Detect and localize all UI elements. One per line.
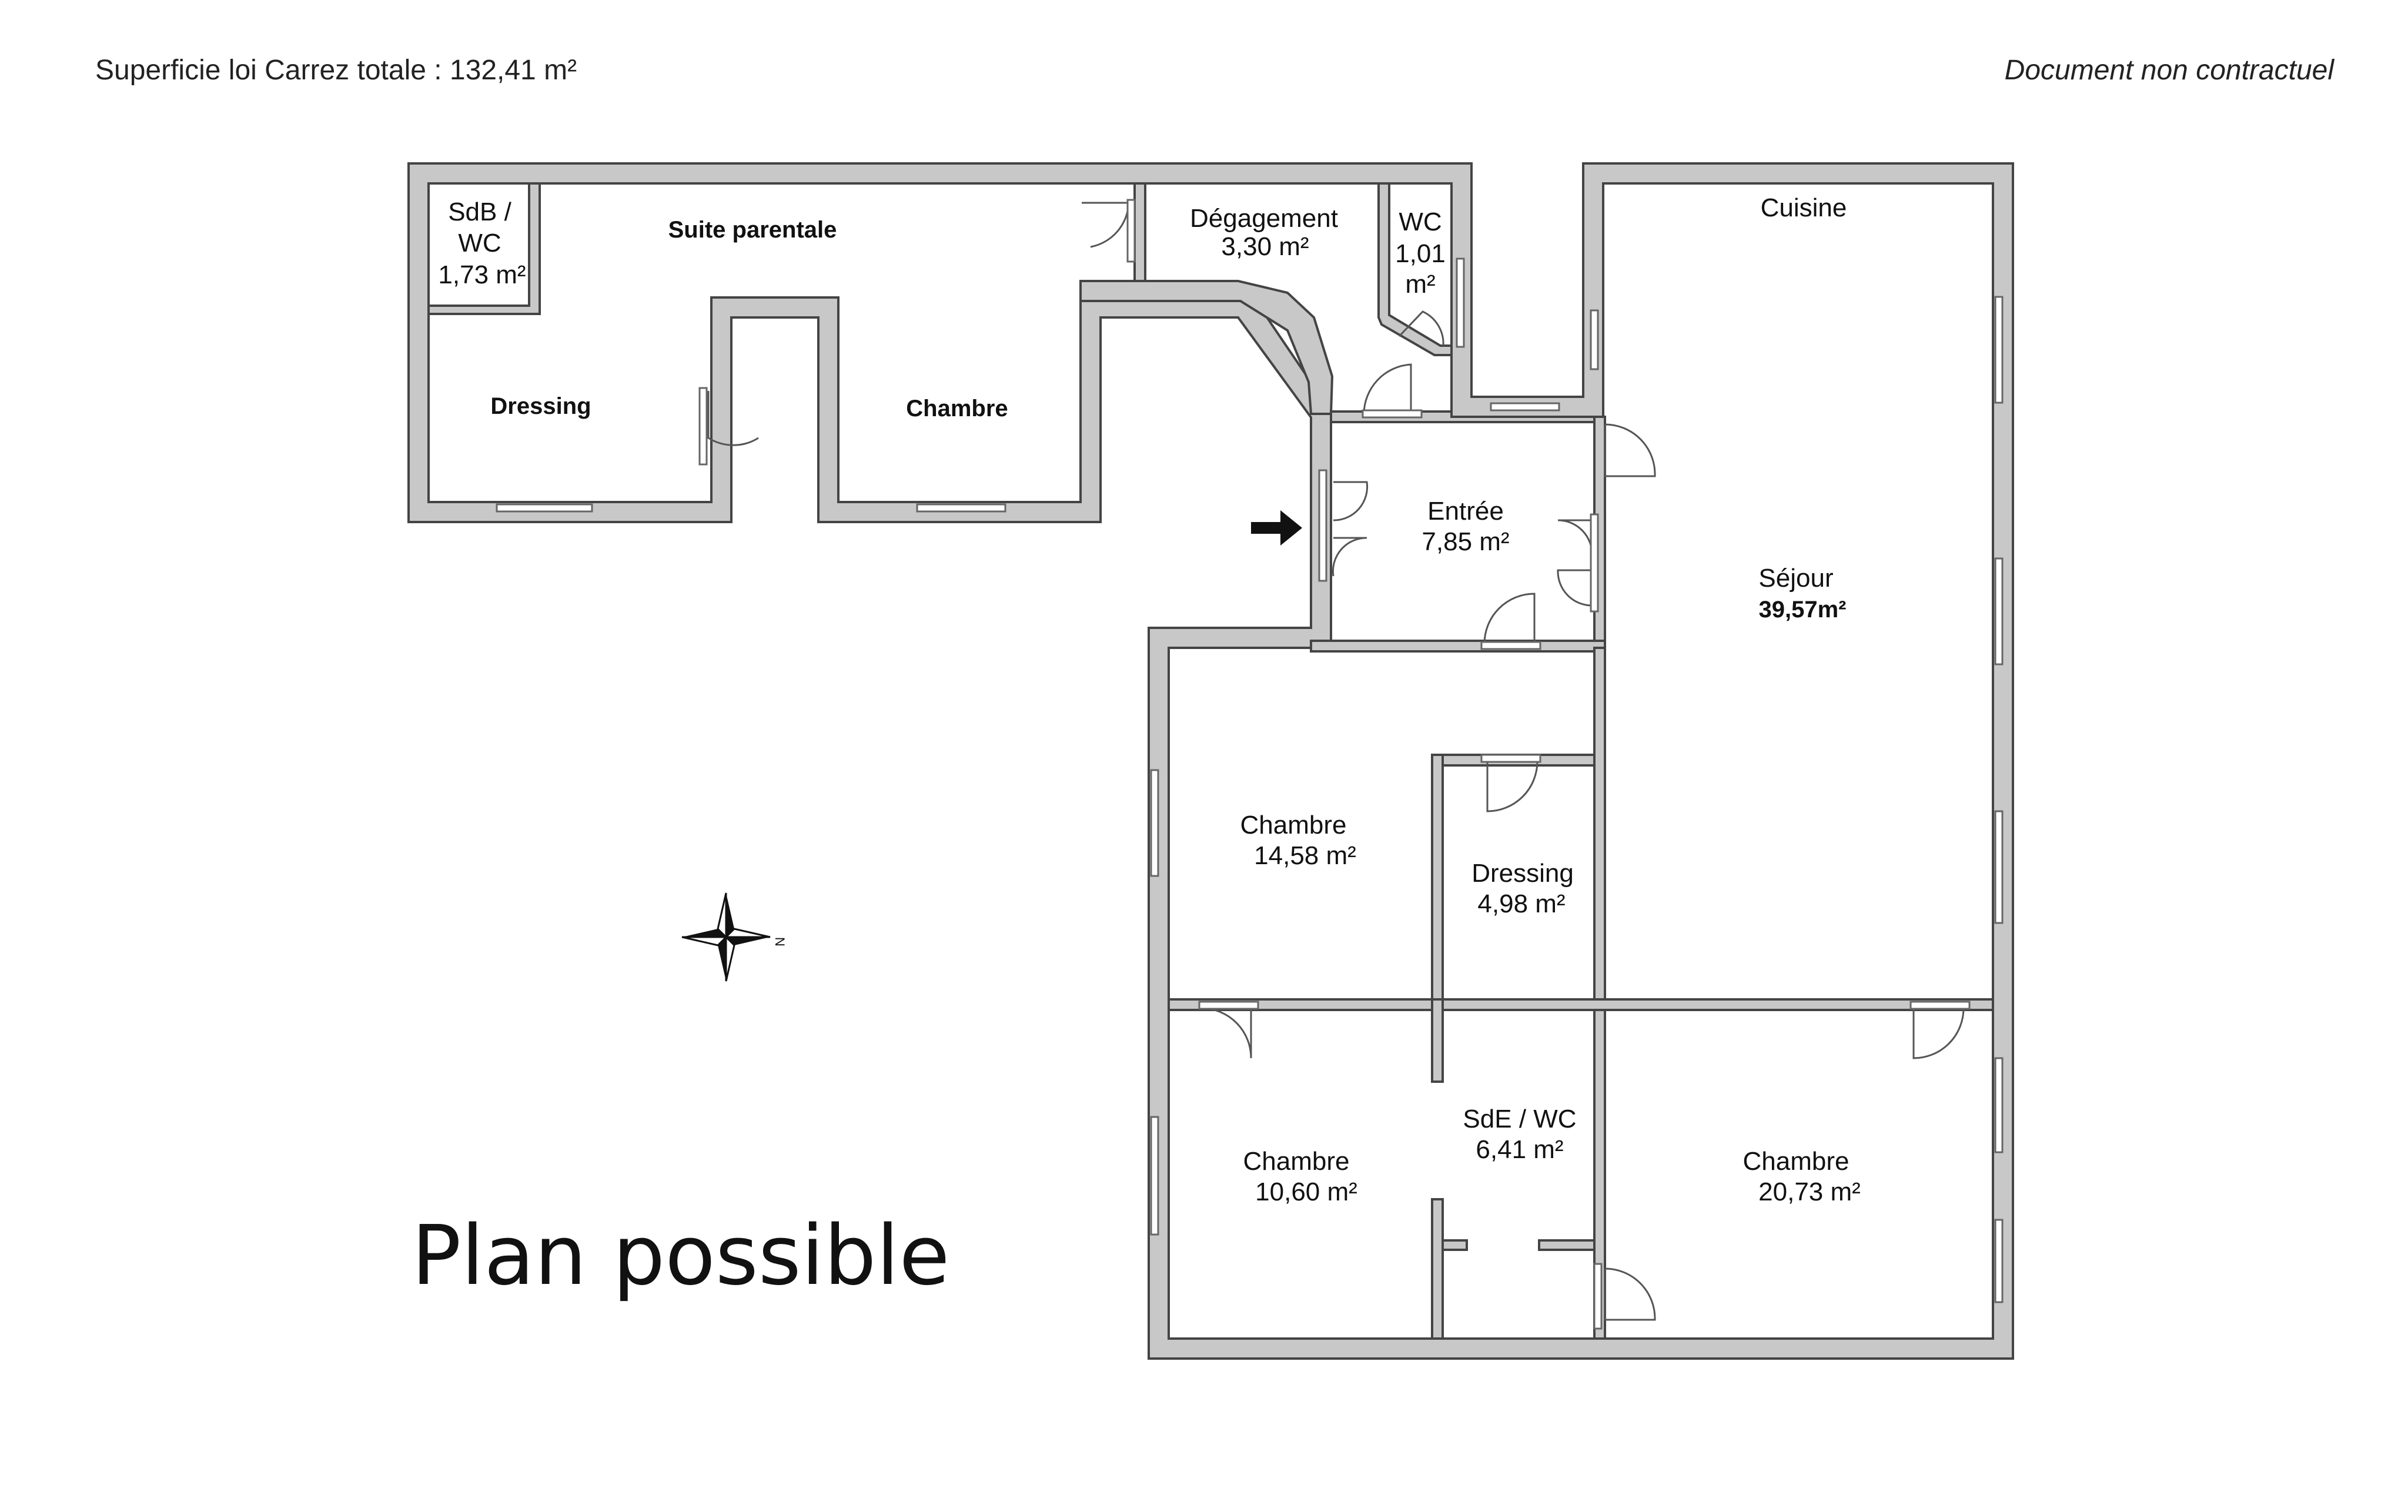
door-sejour-top[interactable] <box>1604 423 1656 477</box>
entree-name: Entrée <box>1427 497 1504 526</box>
wall-entree-bottom <box>1310 640 1606 653</box>
door-degagement[interactable] <box>1362 363 1423 419</box>
wall-sde-left-bottom <box>1431 1198 1468 1340</box>
chambre-1-name: Chambre <box>1240 811 1347 839</box>
door-chambre-3[interactable] <box>1909 1001 1971 1059</box>
sejour-area: 39,57m² <box>1759 597 1847 623</box>
plan-title: Plan possible <box>412 1208 950 1304</box>
door-dressing[interactable] <box>707 391 759 446</box>
window <box>1318 469 1327 582</box>
degagement-name: Dégagement <box>1190 204 1338 233</box>
chambre-suite-name: Chambre <box>906 396 1008 422</box>
wall-sde-right <box>1538 1239 1596 1251</box>
wc-name: WC <box>1399 208 1442 236</box>
sdb-wc-name-2: WC <box>458 229 501 257</box>
dressing-2-name: Dressing <box>1471 859 1574 888</box>
dressing-suite-name: Dressing <box>490 393 591 419</box>
sdb-wc-area: 1,73 m² <box>438 260 526 289</box>
door-entree-main[interactable] <box>1332 481 1369 577</box>
door-dressing-2[interactable] <box>1480 754 1541 812</box>
entrance-arrow-icon <box>1251 510 1302 546</box>
wall-dressing-left <box>1431 754 1444 1001</box>
door-suite[interactable] <box>1082 199 1136 263</box>
window <box>1994 296 2004 404</box>
wall-wc-left <box>1377 182 1453 356</box>
wall-sde-left-top <box>1431 998 1444 1083</box>
chambre-3-name: Chambre <box>1743 1147 1850 1176</box>
dressing-2-area: 4,98 m² <box>1477 889 1565 918</box>
cuisine-name: Cuisine <box>1761 193 1847 222</box>
door-sejour-mid[interactable] <box>1557 513 1599 613</box>
window <box>1490 402 1560 412</box>
door-wc[interactable] <box>1398 310 1444 346</box>
sde-wc-area: 6,41 m² <box>1476 1135 1563 1164</box>
window <box>698 387 708 466</box>
window <box>1994 557 2004 665</box>
chambre-3-area: 20,73 m² <box>1758 1178 1861 1206</box>
wall-middle-band <box>1168 998 1994 1011</box>
window <box>1590 309 1599 370</box>
window <box>1994 1219 2004 1303</box>
chambre-2-area: 10,60 m² <box>1255 1178 1357 1206</box>
door-entree-bottom[interactable] <box>1480 593 1541 650</box>
wall-degagement-left <box>1133 182 1146 287</box>
window <box>916 503 1006 513</box>
entree-area: 7,85 m² <box>1422 527 1509 556</box>
compass-icon: N <box>681 892 787 982</box>
wc-area-1: 1,01 <box>1395 239 1446 268</box>
degagement-area: 3,30 m² <box>1221 232 1309 261</box>
sejour-name: Séjour <box>1758 564 1833 593</box>
window <box>1456 257 1465 348</box>
window <box>1150 769 1159 877</box>
window <box>1994 1057 2004 1153</box>
suite-parentale-name: Suite parentale <box>668 217 837 243</box>
chambre-2-name: Chambre <box>1243 1147 1350 1176</box>
wall-sdb <box>427 182 541 315</box>
sdb-wc-name-1: SdB / <box>448 198 511 226</box>
compass-north-label: N <box>772 937 787 946</box>
disclaimer-label: Document non contractuel <box>2004 55 2334 86</box>
window <box>496 503 593 513</box>
window <box>1150 1116 1159 1236</box>
chambre-1-area: 14,58 m² <box>1254 841 1356 870</box>
wall-degagement-bottom <box>1079 280 1334 415</box>
window <box>1994 810 2004 924</box>
door-chambre-2[interactable] <box>1198 1001 1259 1059</box>
sde-wc-name: SdE / WC <box>1463 1105 1576 1133</box>
door-chambre-3-bottom[interactable] <box>1593 1263 1656 1330</box>
wc-area-2: m² <box>1405 270 1435 299</box>
wall-sejour-left <box>1593 647 1606 1340</box>
total-area-label: Superficie loi Carrez totale : 132,41 m² <box>95 55 577 86</box>
